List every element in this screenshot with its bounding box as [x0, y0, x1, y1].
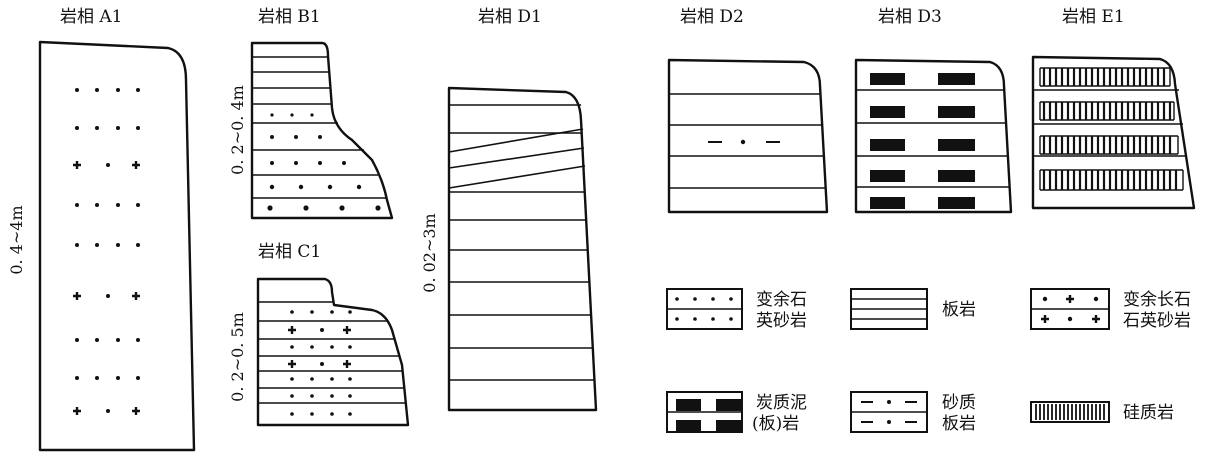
legend-label-sandy-slate-1: 砂质 — [942, 393, 976, 413]
legend-label-siliceous-rock: 硅质岩 — [1123, 403, 1174, 423]
title-facies-a1: 岩相 A1 — [60, 7, 123, 27]
column-e1-outline — [1031, 55, 1196, 210]
thickness-a1: 0. 4~4m — [7, 205, 26, 274]
legend-slate: 板岩 — [850, 288, 976, 330]
column-b1-beds — [252, 56, 386, 199]
title-facies-c1: 岩相 C1 — [258, 242, 321, 262]
legend-meta-quartz-sandstone: 变余石 英砂岩 — [666, 288, 807, 331]
column-b1-pattern — [267, 113, 381, 211]
legend-carbonaceous-slate: 炭质泥 (板)岩 — [666, 391, 807, 434]
column-e1-pattern — [1039, 67, 1184, 191]
column-d2 — [667, 58, 829, 214]
column-d2-sandy-mark — [708, 139, 780, 145]
column-e1 — [1031, 55, 1196, 210]
legend-meta-feldspar-quartz-sandstone: 变余长石 石英砂岩 — [1030, 288, 1191, 331]
column-d3 — [854, 58, 1013, 214]
column-c1-beds — [258, 301, 406, 404]
column-d2-outline — [667, 58, 829, 214]
column-d3-beds — [856, 89, 1010, 188]
title-facies-d2: 岩相 D2 — [680, 7, 744, 27]
column-d3-outline — [854, 58, 1013, 214]
title-facies-b1: 岩相 B1 — [258, 7, 321, 27]
title-facies-e1: 岩相 E1 — [1062, 7, 1125, 27]
column-d1-outline — [447, 86, 598, 412]
column-b1-outline — [250, 41, 394, 220]
legend-label-meta-quartz-sandstone-1: 变余石 — [756, 290, 807, 310]
column-d2-beds — [669, 93, 826, 189]
legend-sandy-slate: 砂质 板岩 — [850, 391, 976, 434]
legend-label-meta-quartz-sandstone-2: 英砂岩 — [756, 311, 807, 331]
legend-siliceous-rock: 硅质岩 — [1030, 401, 1174, 423]
legend-label-carbonaceous-slate-1: 炭质泥 — [756, 393, 807, 413]
title-facies-d1: 岩相 D1 — [478, 7, 542, 27]
legend-label-carbonaceous-slate-2: (板)岩 — [752, 414, 799, 434]
column-d3-pattern — [870, 73, 975, 209]
legend: 变余石 英砂岩 板岩 变余长石 石英砂岩 炭质泥 — [666, 288, 1191, 434]
column-d1-beds — [448, 104, 595, 381]
column-c1-outline — [256, 277, 410, 427]
column-a1 — [38, 40, 196, 452]
column-e1-beds — [1033, 89, 1187, 157]
legend-label-slate: 板岩 — [942, 300, 976, 320]
thickness-c1: 0. 2~0. 5m — [228, 312, 247, 402]
column-c1-pattern — [288, 310, 352, 416]
thickness-b1: 0. 2~0. 4m — [228, 85, 247, 175]
legend-label-meta-feldspar-quartz-sandstone-2: 石英砂岩 — [1123, 311, 1191, 331]
title-facies-d3: 岩相 D3 — [878, 7, 942, 27]
column-d1 — [447, 86, 598, 412]
thickness-d1: 0. 02~3m — [420, 213, 439, 292]
column-b1 — [250, 41, 394, 220]
column-c1 — [256, 277, 410, 427]
column-a1-outline — [38, 40, 196, 452]
column-a1-pattern — [73, 88, 140, 415]
legend-label-sandy-slate-2: 板岩 — [942, 414, 976, 434]
legend-label-meta-feldspar-quartz-sandstone-1: 变余长石 — [1123, 290, 1191, 310]
